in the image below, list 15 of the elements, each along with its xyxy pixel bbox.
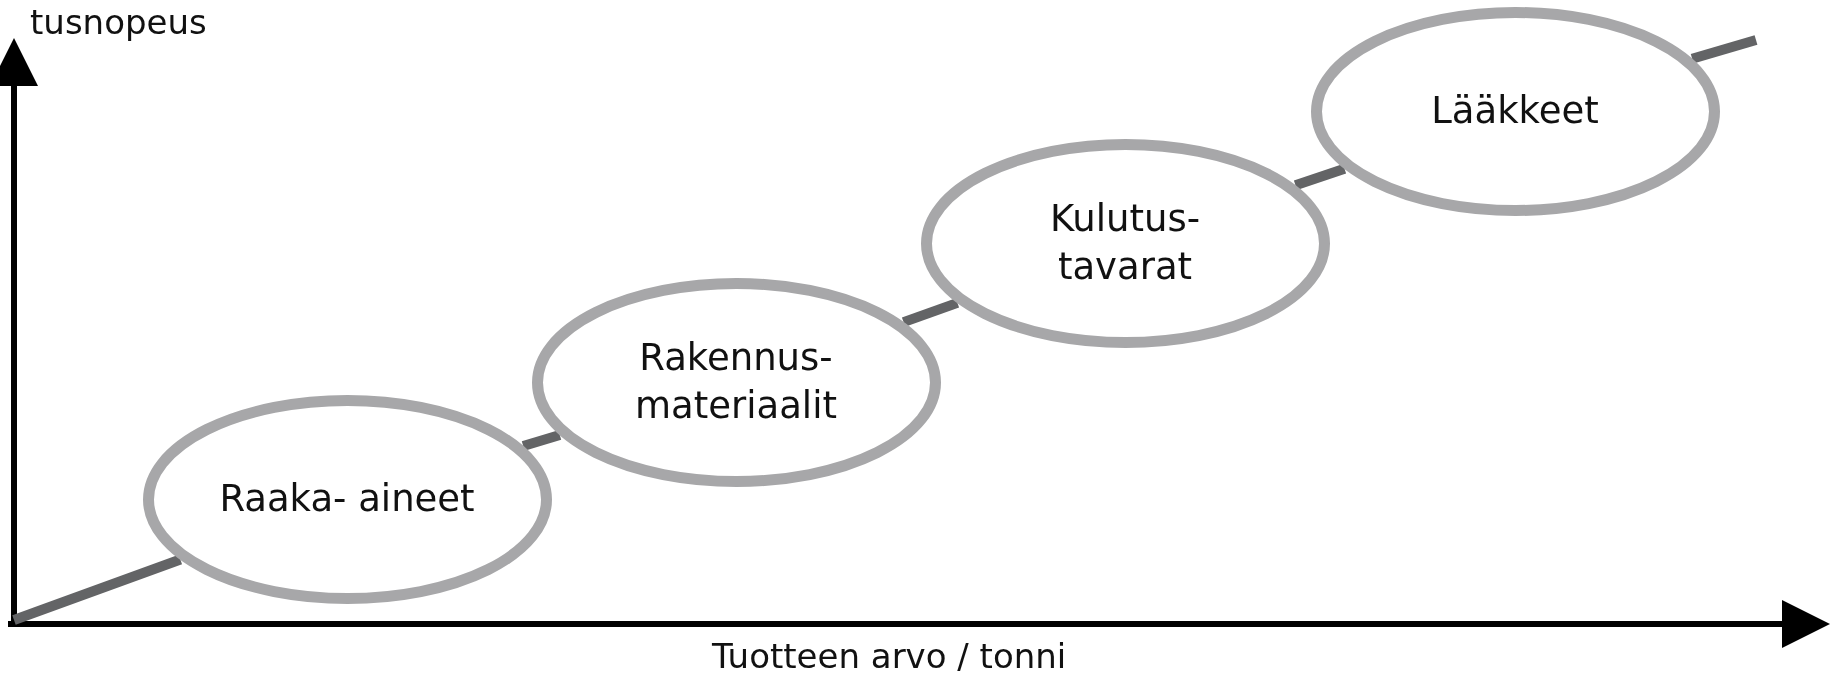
axis-label: tusnopeus <box>30 2 207 42</box>
category-ellipse <box>142 394 552 604</box>
category-label: Lääkkeet <box>1430 88 1600 134</box>
category-ellipse <box>920 138 1330 348</box>
trend-line <box>901 298 960 327</box>
trend-line <box>1293 163 1347 191</box>
trend-line <box>12 554 183 625</box>
category-ellipse <box>1310 6 1720 216</box>
category-label: Kulutus- tavarat <box>1048 196 1202 290</box>
trend-line <box>521 430 562 451</box>
category-label: Raaka- aineet <box>218 476 476 522</box>
trend-line <box>1690 35 1758 64</box>
category-ellipse <box>531 277 941 487</box>
axis-label: Tuotteen arvo / tonni <box>712 636 1067 676</box>
category-label: Rakennus- materiaalit <box>634 335 838 429</box>
